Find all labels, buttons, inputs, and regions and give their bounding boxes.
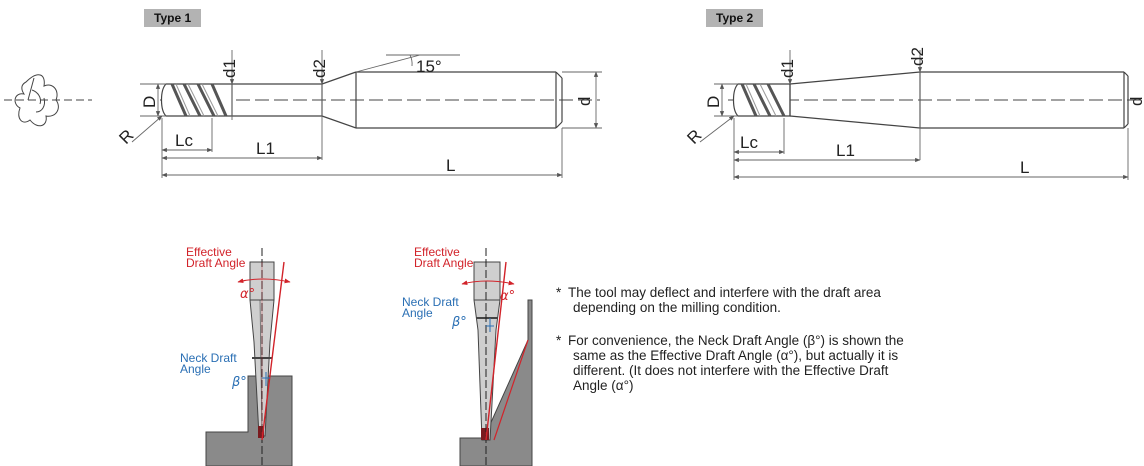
type1-D-label: D	[140, 96, 159, 108]
type1-d-label: d	[575, 97, 594, 106]
note-2-line-2: same as the Effective Draft Angle (α°), …	[573, 348, 899, 363]
draft2-diagram	[459, 248, 533, 466]
type1-dimensions	[131, 50, 602, 178]
type2-L1-label: L1	[836, 141, 855, 160]
draft2-neck-label-1: Neck Draft	[402, 295, 459, 309]
type1-badge: Type 1	[144, 9, 202, 27]
type2-D-label: D	[704, 96, 723, 108]
note-1-line-1: The tool may deflect and interfere with …	[568, 285, 881, 300]
draft2-effective-label-1: Effective	[414, 245, 460, 259]
draft2-effective-label-2: Draft Angle	[414, 256, 474, 270]
draft2-beta-label: β°	[451, 315, 467, 330]
type2-dimensions	[699, 50, 1129, 180]
draft1-neck-label-1: Neck Draft	[180, 351, 237, 365]
note-2-star: *	[556, 333, 562, 348]
draft2-neck-label-2: Angle	[402, 306, 433, 320]
note-2: * For convenience, the Neck Draft Angle …	[556, 333, 996, 393]
type2-d1-label: d1	[778, 59, 797, 78]
type2-Lc-label: Lc	[740, 133, 758, 152]
draft1-diagram	[205, 248, 293, 466]
type1-tool	[160, 71, 600, 129]
type1-d2-label: d2	[310, 59, 329, 78]
draft1-effective-label-2: Draft Angle	[186, 256, 246, 270]
note-2-line-1: For convenience, the Neck Draft Angle (β…	[568, 333, 904, 348]
type2-R-label: R	[683, 126, 705, 148]
end-view-icon	[4, 74, 92, 127]
type1-Lc-label: Lc	[175, 131, 193, 150]
note-1-line-2: depending on the milling condition.	[573, 300, 781, 315]
type1-L-label: L	[446, 156, 455, 175]
note-1: * The tool may deflect and interfere wit…	[556, 285, 986, 315]
note-1-star: *	[556, 285, 562, 300]
draft1-neck-label-2: Angle	[180, 362, 211, 376]
draft2-alpha-label: α°	[500, 289, 515, 304]
type1-R-label: R	[115, 126, 137, 148]
type1-angle-label: 15°	[416, 57, 442, 76]
type1-L1-label: L1	[256, 139, 275, 158]
note-2-line-3: different. (It does not interfere with t…	[573, 363, 889, 378]
draft1-beta-label: β°	[231, 375, 247, 390]
type2-d-label: d	[1127, 97, 1144, 106]
note-2-line-4: Angle (α°)	[573, 378, 634, 393]
draft1-alpha-label: α°	[240, 287, 255, 302]
draft1-effective-label-1: Effective	[186, 245, 232, 259]
type1-d1-label: d1	[220, 59, 239, 78]
type2-L-label: L	[1020, 158, 1029, 177]
type2-d2-label: d2	[908, 47, 927, 66]
type2-badge: Type 2	[706, 9, 764, 27]
